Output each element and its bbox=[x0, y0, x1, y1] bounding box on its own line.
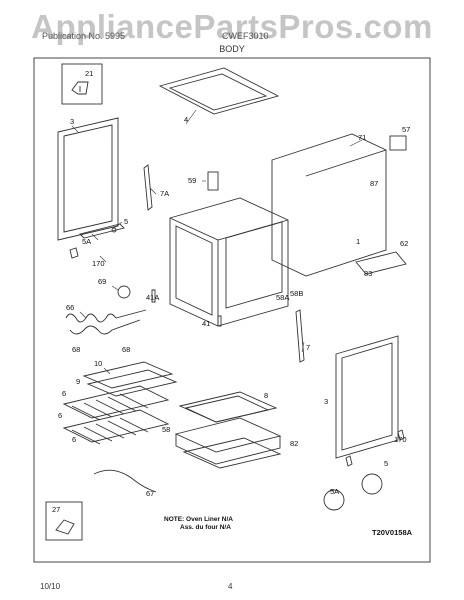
part-3-door-panel-right bbox=[335, 335, 399, 459]
label-87: 87 bbox=[370, 179, 378, 188]
inset-box-21 bbox=[61, 63, 103, 105]
label-66: 66 bbox=[66, 303, 74, 312]
label-71: 71 bbox=[358, 133, 366, 142]
note-line-1: NOTE: Oven Liner N/A bbox=[164, 516, 233, 523]
label-10: 10 bbox=[94, 359, 102, 368]
label-5-right: 5 bbox=[384, 459, 388, 468]
label-83: 83 bbox=[364, 269, 372, 278]
part-41A-bracket bbox=[151, 289, 156, 303]
label-62: 62 bbox=[400, 239, 408, 248]
label-7A: 7A bbox=[160, 189, 169, 198]
part-27-bracket bbox=[55, 519, 75, 535]
part-4-top-panel bbox=[158, 67, 280, 115]
label-82: 82 bbox=[290, 439, 298, 448]
part-170-clip-right bbox=[345, 455, 353, 467]
label-6-bottom: 6 bbox=[72, 435, 76, 444]
publication-number: Publication No. 5995 bbox=[42, 31, 126, 41]
part-62-terminal-block bbox=[355, 251, 407, 275]
label-68: 68 bbox=[122, 345, 130, 354]
part-6-rack-lower bbox=[62, 409, 170, 443]
part-67-sensor bbox=[93, 469, 157, 493]
part-9-broil-pan bbox=[82, 361, 174, 389]
label-6-upper: 6 bbox=[62, 389, 66, 398]
label-41A: 41A bbox=[146, 293, 159, 302]
part-5A-hinge bbox=[79, 223, 125, 239]
part-6-rack-upper bbox=[62, 385, 170, 419]
label-4: 4 bbox=[184, 115, 188, 124]
part-3-door-panel-left bbox=[57, 117, 119, 241]
footer-date: 10/10 bbox=[40, 582, 61, 591]
oven-liner-note: NOTE: Oven Liner N/A Ass. du four N/A bbox=[164, 516, 233, 532]
label-5A-right: 5A bbox=[330, 487, 339, 496]
label-6-lower: 6 bbox=[58, 411, 62, 420]
label-5A-left: 5A bbox=[82, 237, 91, 246]
part-21-bracket bbox=[71, 81, 89, 95]
label-9: 9 bbox=[76, 377, 80, 386]
part-7-trim bbox=[295, 309, 305, 363]
label-58A: 58A bbox=[276, 293, 289, 302]
diagram-frame bbox=[33, 57, 431, 563]
oven-body bbox=[169, 197, 289, 327]
page-number: 4 bbox=[228, 582, 233, 591]
part-82-drawer-panel bbox=[182, 437, 282, 469]
label-21: 21 bbox=[85, 69, 93, 78]
label-58: 58 bbox=[162, 425, 170, 434]
part-7A-bracket bbox=[143, 164, 153, 211]
label-41: 41 bbox=[202, 319, 210, 328]
inset-box-27 bbox=[45, 501, 83, 541]
label-69: 69 bbox=[98, 277, 106, 286]
model-number: CWEF3010 bbox=[222, 31, 269, 41]
label-67: 67 bbox=[146, 489, 154, 498]
label-7: 7 bbox=[306, 343, 310, 352]
label-58B: 58B bbox=[290, 289, 303, 298]
label-1: 1 bbox=[356, 237, 360, 246]
label-3-right: 3 bbox=[324, 397, 328, 406]
part-170-clip bbox=[69, 247, 79, 259]
part-69-knob bbox=[117, 285, 131, 299]
part-5A-hinge-right bbox=[323, 489, 345, 511]
part-41-bracket bbox=[217, 315, 222, 327]
section-title: BODY bbox=[219, 44, 245, 54]
label-68-left: 68 bbox=[72, 345, 80, 354]
note-line-2: Ass. du four N/A bbox=[180, 524, 231, 531]
part-57-vent bbox=[389, 135, 407, 151]
part-5-hinge-right bbox=[361, 473, 383, 495]
part-71-back-panel bbox=[271, 133, 387, 277]
label-59: 59 bbox=[188, 176, 196, 185]
part-59-spacer bbox=[207, 171, 219, 191]
figure-code: T20V0158A bbox=[372, 528, 413, 537]
label-27: 27 bbox=[52, 505, 60, 514]
label-170-left: 170 bbox=[92, 259, 105, 268]
label-8: 8 bbox=[264, 391, 268, 400]
label-3-left: 3 bbox=[70, 117, 74, 126]
label-170-right: 170 bbox=[394, 435, 407, 444]
watermark: AppliancePartsPros.com bbox=[31, 8, 433, 45]
label-57: 57 bbox=[402, 125, 410, 134]
part-66-bake-element bbox=[65, 309, 147, 323]
label-5-left: 5 bbox=[124, 217, 128, 226]
